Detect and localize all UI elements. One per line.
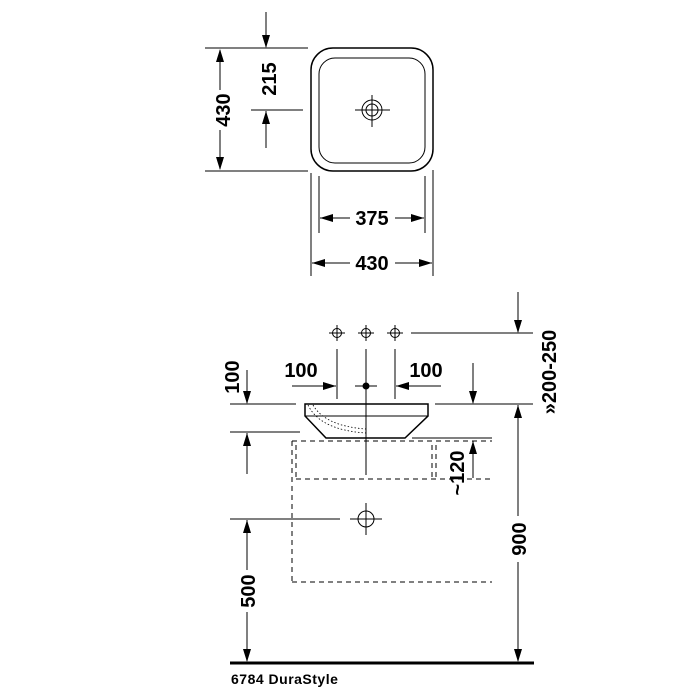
drawer-height-label: ~120 bbox=[447, 450, 469, 495]
product-caption: 6784 DuraStyle bbox=[231, 671, 338, 687]
tap-hole-right-icon bbox=[387, 325, 403, 341]
drain-icon bbox=[355, 95, 390, 127]
basin-inner-outline bbox=[318, 57, 426, 164]
top-view: 430 215 375 430 bbox=[205, 12, 434, 276]
waste-outlet-icon bbox=[350, 503, 382, 535]
tap-hole-left-icon bbox=[329, 325, 345, 341]
basin-side-profile bbox=[304, 403, 429, 439]
waste-height-label: 500 bbox=[238, 574, 260, 607]
tap-hole-center-icon bbox=[358, 325, 374, 341]
counter-height-label: 900 bbox=[509, 522, 531, 555]
tap-height-label: »200-250 bbox=[539, 330, 561, 415]
basin-height-label: 100 bbox=[222, 360, 244, 393]
top-height-label: 430 bbox=[213, 93, 235, 126]
side-view: 100 100 100 »200-250 bbox=[222, 292, 561, 665]
tap-spacing-right-label: 100 bbox=[409, 360, 442, 382]
inner-width-label: 375 bbox=[355, 208, 388, 230]
drain-offset-label: 215 bbox=[259, 62, 281, 95]
vanity-unit-outline bbox=[291, 440, 492, 583]
basin-outer-outline bbox=[310, 47, 434, 172]
outer-width-label: 430 bbox=[355, 253, 388, 275]
tap-spacing-left-label: 100 bbox=[284, 360, 317, 382]
